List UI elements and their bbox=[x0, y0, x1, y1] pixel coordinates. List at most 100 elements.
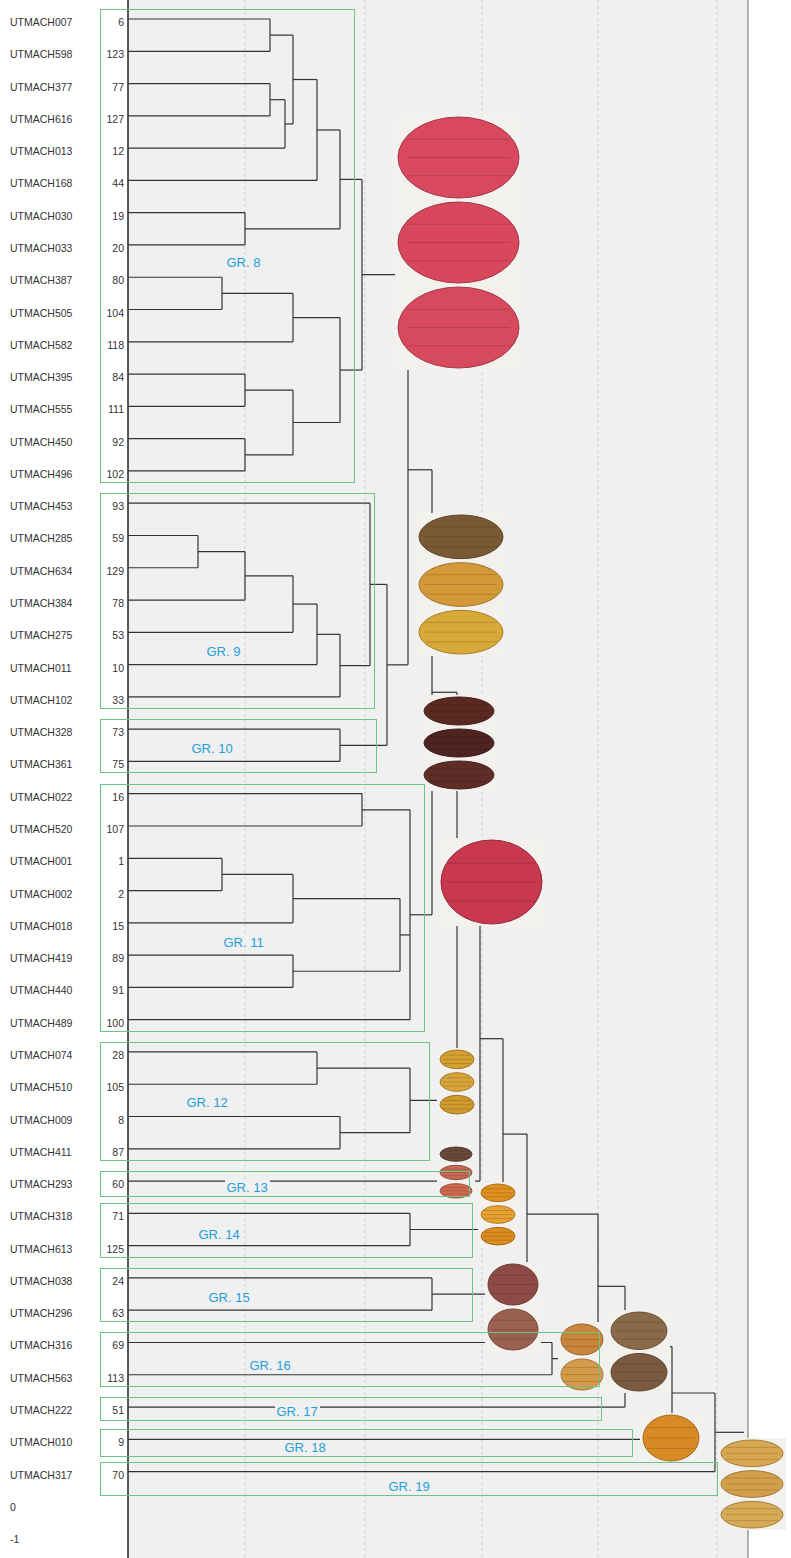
pod-ridge bbox=[442, 1157, 469, 1158]
plot-area bbox=[128, 0, 748, 1558]
leaf-number: 80 bbox=[112, 274, 124, 286]
dendrogram-branch bbox=[408, 469, 432, 470]
leaf-number: 51 bbox=[112, 1404, 124, 1416]
leaf-number-wrap: 77 bbox=[112, 77, 124, 95]
dendrogram-branch bbox=[245, 575, 293, 576]
leaf-number: 59 bbox=[112, 532, 124, 544]
dendrogram-branch bbox=[387, 664, 408, 665]
pod-photo bbox=[718, 1438, 786, 1530]
cacao-pod bbox=[721, 1471, 783, 1498]
leaf-label-wrap: UTMACH318 bbox=[10, 1206, 72, 1224]
leaf-number-wrap: 80 bbox=[112, 270, 124, 288]
group-label: GR. 16 bbox=[248, 1358, 293, 1373]
accession-label: UTMACH011 bbox=[10, 662, 72, 674]
pod-ridge bbox=[484, 1210, 513, 1211]
dendrogram-branch bbox=[432, 692, 457, 693]
cacao-pod bbox=[440, 1073, 474, 1092]
pod-ridge bbox=[726, 1508, 779, 1509]
leaf-number: 84 bbox=[112, 371, 124, 383]
dendrogram-branch bbox=[128, 1019, 410, 1020]
pod-ridge bbox=[407, 345, 510, 346]
accession-label: UTMACH168 bbox=[10, 177, 72, 189]
leaf-number: 78 bbox=[112, 597, 124, 609]
pod-photo bbox=[421, 695, 497, 791]
pod-ridge bbox=[425, 574, 496, 575]
dendrogram-branch bbox=[128, 535, 198, 536]
leaf-number-wrap: 33 bbox=[112, 690, 124, 708]
leaf-number-wrap: 70 bbox=[112, 1465, 124, 1483]
leaf-number: 113 bbox=[107, 1372, 124, 1384]
accession-label: UTMACH328 bbox=[10, 726, 72, 738]
dendrogram-branch bbox=[222, 293, 293, 294]
leaf-number: 77 bbox=[112, 81, 124, 93]
leaf-number-wrap: 89 bbox=[112, 948, 124, 966]
cacao-pod bbox=[440, 1147, 472, 1161]
group-box: GR. 18 bbox=[100, 1429, 633, 1457]
cacao-pod bbox=[419, 610, 503, 654]
pod-ridge bbox=[442, 1187, 469, 1188]
pod-ridge bbox=[484, 1188, 513, 1189]
leaf-number: 20 bbox=[112, 242, 124, 254]
leaf-label-wrap: UTMACH002 bbox=[10, 884, 72, 902]
dendrogram-branch bbox=[128, 1148, 340, 1149]
cacao-pod bbox=[611, 1354, 667, 1392]
group-label: GR. 9 bbox=[205, 644, 243, 659]
pod-ridge bbox=[443, 1100, 472, 1101]
dendrogram-branch bbox=[128, 1471, 715, 1472]
leaf-label-wrap: -1 bbox=[10, 1529, 19, 1547]
accession-label: UTMACH616 bbox=[10, 113, 72, 125]
leaf-number-wrap: 73 bbox=[112, 722, 124, 740]
dendrogram-branch bbox=[128, 1084, 317, 1085]
dendrogram-branch bbox=[245, 228, 340, 229]
dendrogram-branch bbox=[340, 745, 387, 746]
dendrogram-branch bbox=[370, 584, 387, 585]
pod-ridge bbox=[564, 1374, 600, 1375]
accession-label: UTMACH007 bbox=[10, 16, 72, 28]
pod-photo bbox=[438, 838, 545, 926]
dendrogram-branch bbox=[293, 79, 317, 80]
accession-label: UTMACH582 bbox=[10, 339, 72, 351]
cacao-pod bbox=[561, 1324, 603, 1355]
leaf-number-wrap: 28 bbox=[112, 1045, 124, 1063]
cacao-pod bbox=[419, 515, 503, 559]
pod-ridge bbox=[407, 242, 510, 243]
cacao-pod bbox=[419, 563, 503, 607]
leaf-number-wrap: 93 bbox=[112, 496, 124, 514]
dendrogram-branch bbox=[128, 277, 222, 278]
leaf-number-wrap: 127 bbox=[106, 109, 124, 127]
group-box: GR. 15 bbox=[100, 1268, 473, 1322]
leaf-label-wrap: UTMACH316 bbox=[10, 1335, 72, 1353]
leaf-number-wrap: 8 bbox=[118, 1110, 124, 1128]
accession-label: UTMACH285 bbox=[10, 532, 72, 544]
pod-ridge bbox=[442, 1194, 469, 1195]
pod-ridge bbox=[442, 1150, 469, 1151]
pod-ridge bbox=[407, 157, 510, 158]
leaf-label-wrap: UTMACH634 bbox=[10, 561, 72, 579]
dendrogram-branch bbox=[293, 898, 400, 899]
dendrogram-branch bbox=[128, 1406, 625, 1407]
leaf-number-wrap: 51 bbox=[112, 1400, 124, 1418]
pod-photo bbox=[485, 1262, 541, 1352]
dendrogram-branch bbox=[128, 1116, 340, 1117]
dendrogram-branch bbox=[128, 664, 317, 665]
dendrogram-branch bbox=[293, 603, 317, 604]
group-label: GR. 15 bbox=[207, 1290, 252, 1305]
photo-ground bbox=[437, 1048, 477, 1116]
leaf-number: 10 bbox=[112, 662, 124, 674]
photo-ground bbox=[416, 513, 506, 656]
leaf-label-wrap: UTMACH582 bbox=[10, 335, 72, 353]
dendrogram-branch bbox=[128, 955, 293, 956]
photo-ground bbox=[395, 115, 522, 370]
group-box: GR. 16 bbox=[100, 1332, 600, 1386]
leaf-number-wrap: 59 bbox=[112, 528, 124, 546]
leaf-label-wrap: 0 bbox=[10, 1497, 16, 1515]
accession-label: UTMACH563 bbox=[10, 1372, 72, 1384]
leaf-label-wrap: UTMACH074 bbox=[10, 1045, 72, 1063]
pod-ridge bbox=[484, 1214, 513, 1215]
dendrogram-branch bbox=[128, 115, 270, 116]
pod-photo bbox=[437, 1048, 477, 1116]
leaf-label-wrap: UTMACH616 bbox=[10, 109, 72, 127]
dendrogram-branch bbox=[672, 1392, 715, 1393]
dendrogram-branch bbox=[270, 99, 285, 100]
